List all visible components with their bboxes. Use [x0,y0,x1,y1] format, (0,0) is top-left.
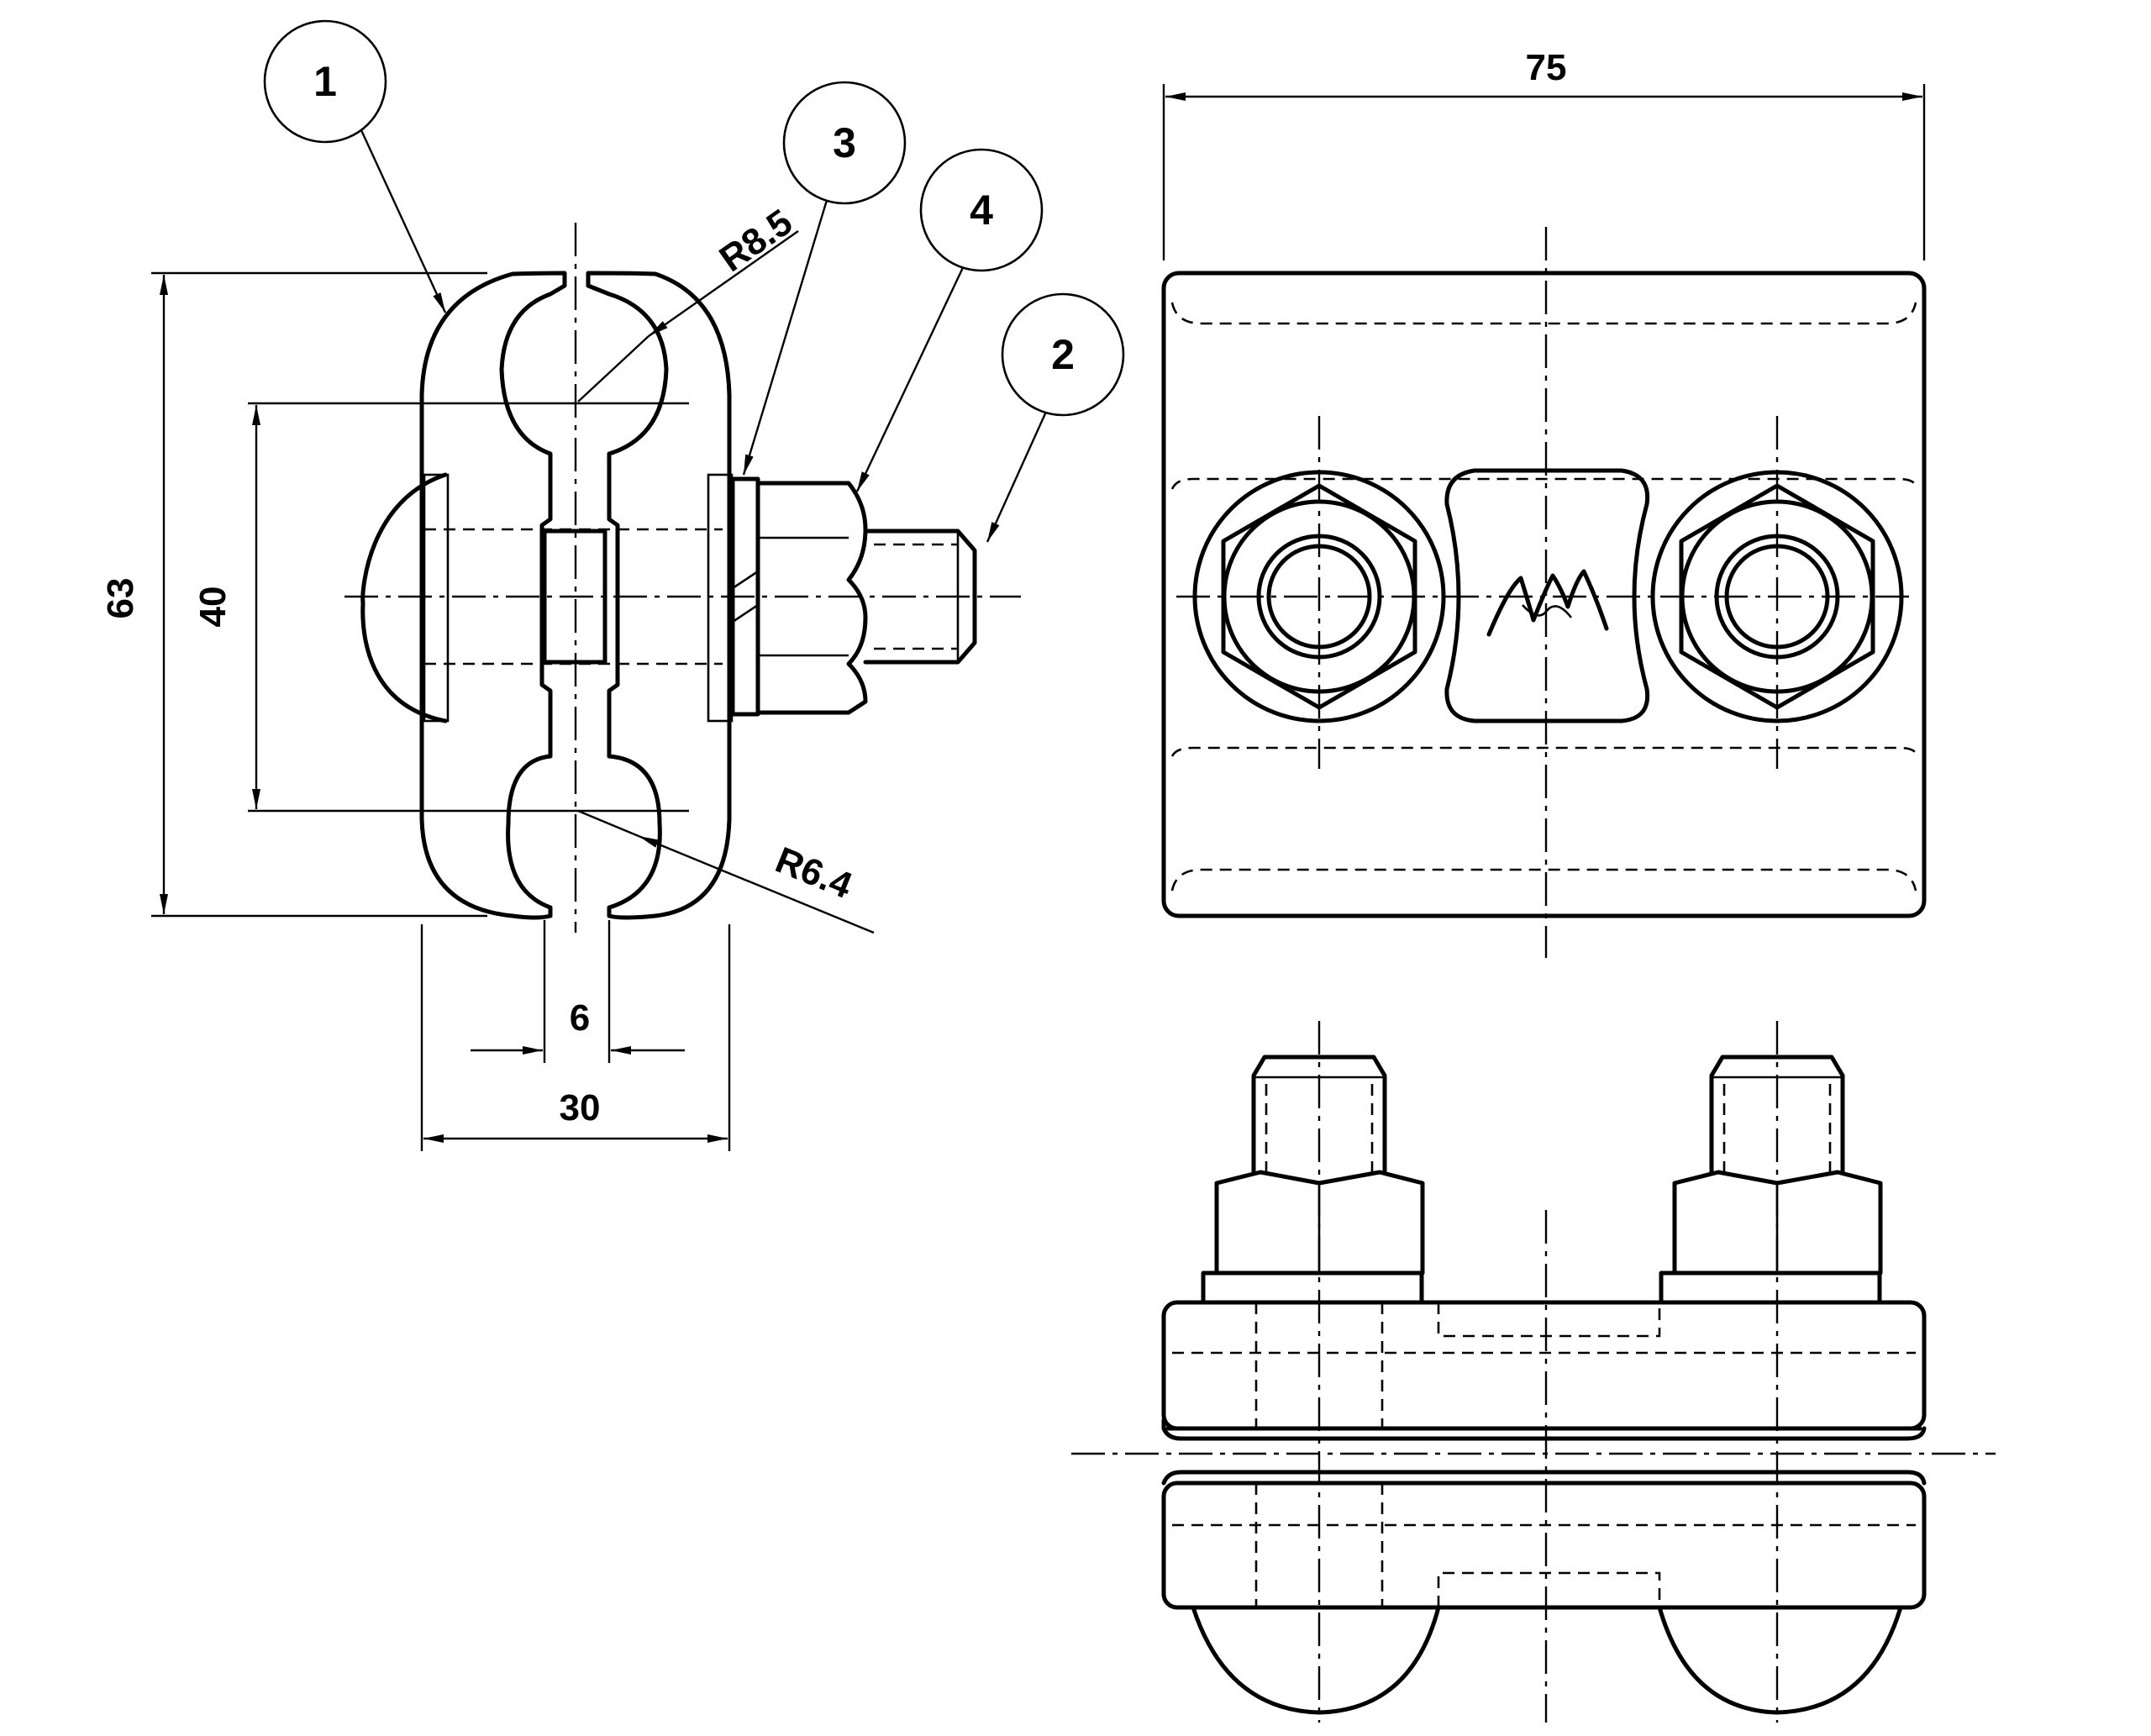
callout-1: 1 [263,19,387,144]
stud-front-left [1251,1055,1387,1175]
nut-top-left [1192,470,1446,723]
bolt-head-dome [360,472,448,723]
side-view: 63 40 6 30 R8.5 R6.4 [100,129,1048,1151]
top-view: 75 [1161,47,1927,958]
svg-text:3: 3 [833,119,856,166]
callout-3: 3 [782,81,907,205]
svg-text:4: 4 [970,187,993,234]
dimension-6: 6 [570,997,590,1039]
front-view [1071,1021,1996,1723]
logo-plate [1444,468,1650,723]
clamp-right-half [586,271,732,920]
radius-r8-5: R8.5 [713,202,800,280]
stud-front-right [1709,1055,1845,1175]
lower-clamp-body [1161,1481,1927,1610]
nut-front-left [1214,1170,1425,1276]
upper-clamp-body [1161,1300,1927,1431]
bolt-head-front-left [1191,1605,1441,1715]
dimension-63: 63 [100,578,141,619]
clamp-body-top [1161,271,1927,918]
callout-2: 2 [1001,292,1125,417]
svg-text:2: 2 [1051,331,1075,378]
dimension-30: 30 [560,1087,601,1128]
threaded-stud [863,529,977,665]
dimension-75: 75 [1526,47,1567,88]
maker-mark-logo [1486,569,1609,637]
nut-top-right [1650,470,1904,723]
clamp-left-half [419,271,567,920]
bolt-head-front-right [1657,1605,1903,1715]
dimension-40: 40 [192,587,234,628]
svg-text:1: 1 [313,58,337,105]
callout-4: 4 [919,148,1044,272]
radius-r6-4: R6.4 [770,839,858,907]
hex-nut-side [755,481,868,715]
nut-front-right [1672,1170,1883,1276]
